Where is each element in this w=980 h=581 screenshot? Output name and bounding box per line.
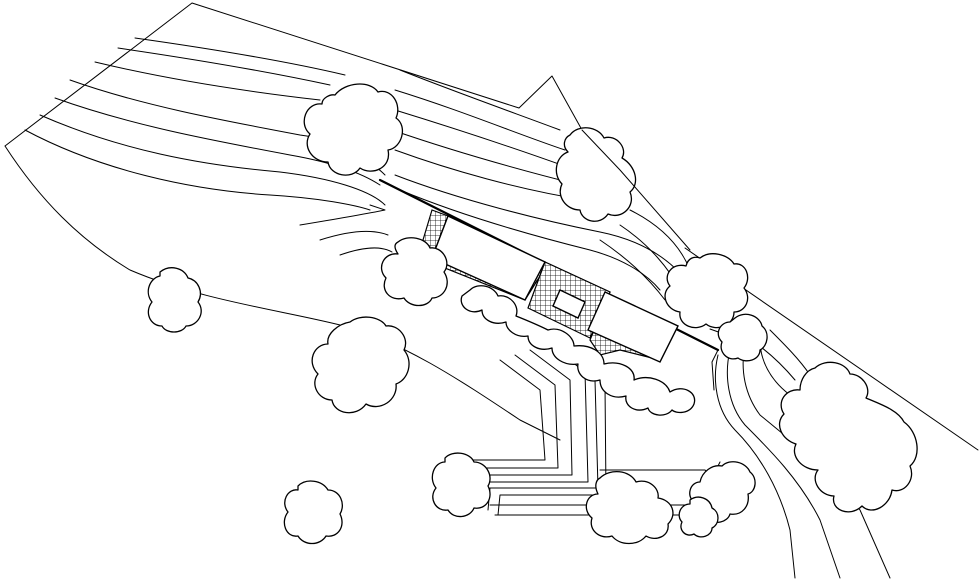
drive-edge [711,349,719,391]
slope-edge-north [581,129,691,251]
trees [147,83,918,545]
building-block-east [587,291,679,363]
tree-icon [283,480,343,545]
tree-icon [678,496,719,538]
tree-icon [303,83,404,176]
tree-icon [311,316,410,414]
tree-icon [779,361,918,513]
tree-icon [717,313,768,362]
tree-icon [431,452,491,518]
tree-icon [460,285,696,416]
tree-icon [381,237,448,307]
tree-icon [147,267,202,333]
tree-icon [555,127,637,222]
tree-icon [664,253,749,329]
courtyard [552,289,586,319]
tree-icon [585,471,674,545]
building-block-west [431,215,546,301]
